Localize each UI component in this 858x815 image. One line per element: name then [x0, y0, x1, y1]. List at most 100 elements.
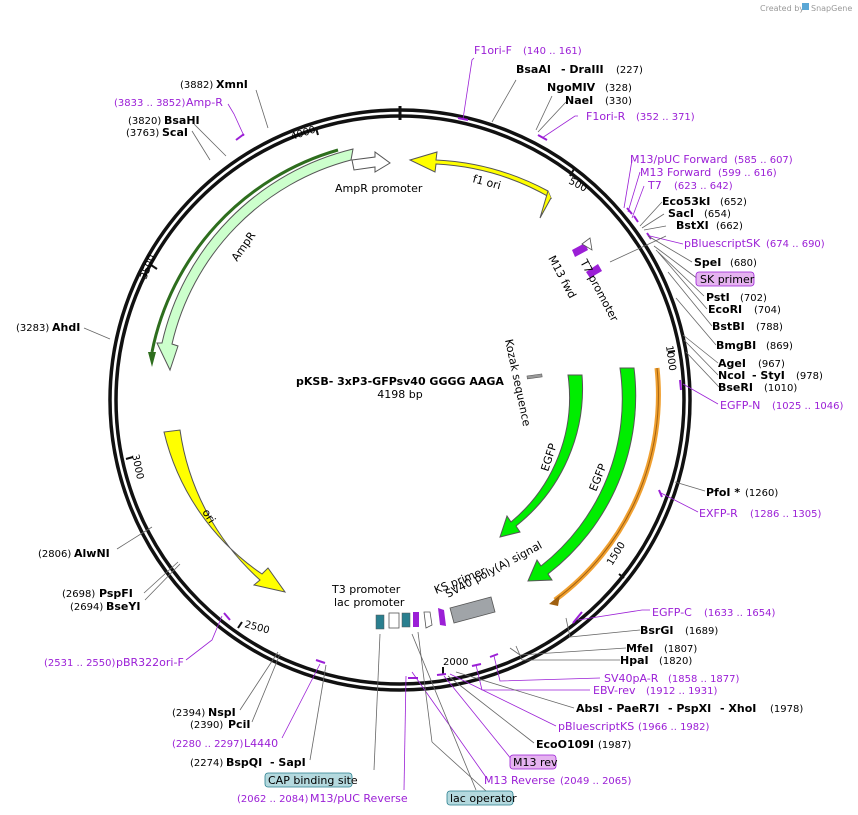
- svg-text:(704): (704): [754, 305, 781, 316]
- svg-text:SK primer: SK primer: [700, 273, 755, 286]
- svg-text:(869): (869): [766, 341, 793, 352]
- svg-text:(1025 .. 1046): (1025 .. 1046): [772, 401, 844, 412]
- primer-marks: [223, 117, 682, 679]
- svg-text:(1858 .. 1877): (1858 .. 1877): [668, 674, 740, 685]
- svg-text:(674 .. 690): (674 .. 690): [766, 239, 825, 250]
- svg-text:(3763): (3763): [126, 128, 159, 139]
- svg-text:(2274): (2274): [190, 758, 223, 769]
- enzyme-label: BsaHI: [164, 114, 200, 127]
- svg-text:(227): (227): [616, 65, 643, 76]
- primer-label: M13/pUC Forward: [630, 153, 728, 166]
- tick-label: 2500: [243, 619, 270, 636]
- enzyme-label: AhdI: [52, 321, 80, 334]
- enzyme-label: NaeI: [565, 94, 593, 107]
- egfp-orange-line: [549, 367, 661, 606]
- lac-operator-badge: [446, 790, 514, 806]
- enzyme-label: AlwNI: [74, 547, 110, 560]
- tick-label: 2000: [443, 657, 468, 668]
- svg-text:(1260): (1260): [745, 488, 778, 499]
- feature-label: lac promoter: [334, 596, 405, 609]
- tick-label: 1000: [663, 345, 677, 372]
- ampr-feature: AmpR: [148, 148, 354, 372]
- enzyme-label: PstI: [706, 291, 730, 304]
- svg-text:(352 .. 371): (352 .. 371): [636, 112, 695, 123]
- enzyme-label: BstBI: [712, 320, 745, 333]
- primer-label: M13 Forward: [640, 166, 711, 179]
- feature-label: Kozak sequence: [502, 338, 533, 428]
- primer-label: pBluescriptSK: [684, 237, 761, 250]
- enzyme-label: XmnI: [216, 78, 248, 91]
- enzyme-label: BsrGI: [640, 624, 673, 637]
- feature-label: T3 promoter: [331, 583, 401, 596]
- svg-text:- DraIII: - DraIII: [561, 63, 604, 76]
- enzyme-label: BsaAI: [516, 63, 551, 76]
- svg-text:(623 .. 642): (623 .. 642): [674, 181, 733, 192]
- svg-text:(599 .. 616): (599 .. 616): [718, 168, 777, 179]
- primer-label: pBluescriptKS: [558, 720, 634, 733]
- svg-text:(788): (788): [756, 322, 783, 333]
- primer-label: SV40pA-R: [604, 672, 659, 685]
- svg-text:- StyI: - StyI: [752, 369, 785, 382]
- primer-label: M13 Reverse: [484, 774, 555, 787]
- svg-text:(702): (702): [740, 293, 767, 304]
- svg-text:(140 .. 161): (140 .. 161): [523, 46, 582, 57]
- svg-text:(662): (662): [716, 221, 743, 232]
- snapgene-logo-icon: [802, 3, 809, 10]
- site-labels: F1ori-F (140 .. 161) BsaAI - DraIII (227…: [16, 44, 844, 806]
- svg-text:(330): (330): [605, 96, 632, 107]
- svg-text:(2694): (2694): [70, 602, 103, 613]
- feature-label: f1 ori: [471, 172, 502, 192]
- enzyme-label: NspI: [208, 706, 236, 719]
- svg-text:lac operator: lac operator: [450, 792, 517, 805]
- primer-label: L4440: [244, 737, 278, 750]
- primer-label: EGFP-C: [652, 606, 692, 619]
- enzyme-label: SpeI: [694, 256, 721, 269]
- egfp-feature-1: EGFP: [499, 374, 584, 538]
- svg-text:- PaeR7I: - PaeR7I: [608, 702, 659, 715]
- enzyme-label: AgeI: [718, 357, 746, 370]
- feature-label: AmpR: [229, 229, 259, 264]
- svg-text:(2698): (2698): [62, 589, 95, 600]
- primer-label: F1ori-F: [474, 44, 512, 57]
- svg-text:(1820): (1820): [659, 656, 692, 667]
- ori-feature: ori: [163, 429, 287, 593]
- enzyme-label: MfeI: [626, 642, 653, 655]
- tick-label: 3000: [129, 453, 145, 480]
- svg-text:(1286 .. 1305): (1286 .. 1305): [750, 509, 822, 520]
- primer-label: EGFP-N: [720, 399, 760, 412]
- m13-rev-badge: [509, 754, 557, 770]
- svg-text:- XhoI: - XhoI: [720, 702, 756, 715]
- enzyme-label: BspQI: [226, 756, 262, 769]
- svg-text:(3820): (3820): [128, 116, 161, 127]
- m13-fwd-feature: M13 fwd T7 promoter: [545, 237, 621, 324]
- enzyme-label: ScaI: [162, 126, 188, 139]
- enzyme-label: BseRI: [718, 381, 753, 394]
- svg-text:(680): (680): [730, 258, 757, 269]
- svg-text:(2531 .. 2550): (2531 .. 2550): [44, 658, 116, 669]
- brand-text: SnapGene: [811, 4, 852, 13]
- svg-text:CAP binding site: CAP binding site: [268, 774, 358, 787]
- enzyme-label: PfoI *: [706, 486, 740, 499]
- svg-text:M13 rev: M13 rev: [513, 756, 558, 769]
- primer-label: Amp-R: [186, 96, 223, 109]
- primer-label: EBV-rev: [593, 684, 636, 697]
- svg-text:(3283): (3283): [16, 323, 49, 334]
- feature-label: M13 fwd: [545, 253, 578, 300]
- lac-cluster: T3 promoter lac promoter KS primer SV40 …: [331, 539, 544, 630]
- enzyme-label: BseYI: [106, 600, 140, 613]
- enzyme-label: NgoMIV: [547, 81, 596, 94]
- ampr-promoter-feature: [351, 151, 391, 173]
- enzyme-label: AbsI: [576, 702, 603, 715]
- tick-marks: [125, 127, 676, 674]
- primer-label: pBR322ori-F: [116, 656, 184, 669]
- feature-label: SV40 poly(A) signal: [443, 539, 544, 601]
- plasmid-name: pKSB- 3xP3-GFPsv40 GGGG AAGA: [296, 375, 504, 388]
- feature-label: AmpR promoter: [335, 182, 423, 195]
- svg-text:(1010): (1010): [764, 383, 797, 394]
- svg-text:(2394): (2394): [172, 708, 205, 719]
- enzyme-label: PciI: [228, 718, 250, 731]
- svg-text:(1633 .. 1654): (1633 .. 1654): [704, 608, 776, 619]
- tick-labels: 500 1000 1500 2000 2500 3000 3500 4000: [129, 125, 677, 668]
- enzyme-label: EcoO109I: [536, 738, 594, 751]
